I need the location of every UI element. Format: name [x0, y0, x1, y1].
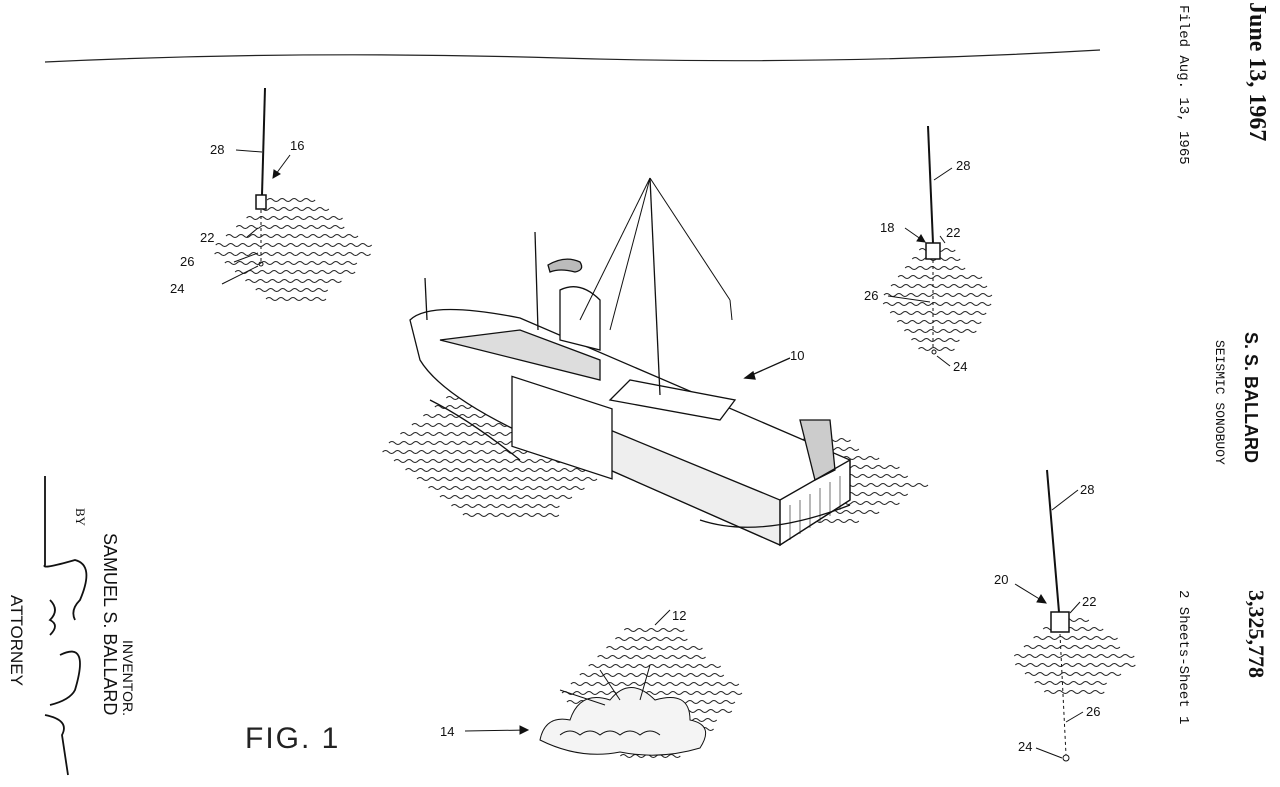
- ref-22-c: 22: [1082, 594, 1096, 609]
- ref-12: 12: [672, 608, 686, 623]
- ref-14: 14: [440, 724, 454, 739]
- sheet-count: 2 Sheets-Sheet 1: [1175, 590, 1191, 725]
- wave-line: [918, 347, 955, 351]
- wave-line: [1024, 672, 1122, 676]
- ref-26-a: 26: [180, 254, 194, 269]
- ref-26-b: 26: [864, 288, 878, 303]
- wave-line: [416, 477, 598, 481]
- buoy-20: [1014, 469, 1084, 762]
- wave-line: [904, 266, 966, 270]
- wave-line: [266, 198, 316, 202]
- wave-line: [451, 504, 560, 508]
- wave-line: [615, 637, 688, 641]
- ref-18: 18: [880, 220, 894, 235]
- wave-line: [245, 279, 342, 283]
- wave-line: [439, 495, 573, 499]
- wave-line: [1013, 654, 1135, 658]
- by-label: BY: [73, 508, 88, 527]
- wave-line: [246, 216, 343, 220]
- inventor-short: S. S. BALLARD: [1241, 332, 1261, 464]
- wave-line: [588, 664, 722, 668]
- figure-label: FIG. 1: [245, 722, 340, 755]
- buoy-16: [221, 87, 291, 285]
- filed-date: Filed Aug. 13, 1965: [1175, 5, 1191, 165]
- ref-16: 16: [290, 138, 304, 153]
- ship-10: [409, 177, 851, 547]
- wave-line: [561, 691, 743, 695]
- inventor-label: INVENTOR.: [120, 640, 136, 716]
- wave-line: [225, 234, 359, 238]
- wave-line: [462, 513, 560, 517]
- wave-line: [234, 270, 356, 274]
- wave-line: [1023, 645, 1121, 649]
- patent-number: 3,325,778: [1244, 590, 1269, 678]
- wave-line: [1043, 690, 1105, 694]
- ref-22-a: 22: [200, 230, 214, 245]
- ref-24-b: 24: [953, 359, 967, 374]
- ref-24-a: 24: [170, 281, 184, 296]
- wave-line: [623, 628, 685, 632]
- ref-28-c: 28: [1080, 482, 1094, 497]
- buoy-18: [887, 125, 953, 367]
- ref-22-b: 22: [946, 225, 960, 240]
- wave-line: [1033, 636, 1118, 640]
- wave-line: [619, 754, 681, 758]
- wave-line: [1034, 681, 1107, 685]
- wave-line: [904, 329, 977, 333]
- ref-28-b: 28: [956, 158, 970, 173]
- ref-10: 10: [790, 348, 804, 363]
- wave-line: [235, 225, 345, 229]
- wave-line: [255, 288, 329, 292]
- patent-title: SEISMIC SONOBUOY: [1212, 340, 1227, 465]
- wave-line: [911, 338, 960, 342]
- ref-28-a: 28: [210, 142, 224, 157]
- issue-date: June 13, 1967: [1244, 2, 1270, 142]
- ref-24-c: 24: [1018, 739, 1032, 754]
- wave-line: [890, 284, 988, 288]
- wave-line: [214, 252, 371, 256]
- wave-line: [883, 293, 993, 297]
- wave-line: [889, 311, 987, 315]
- wave-line: [256, 207, 330, 211]
- horizon-line: [44, 49, 1101, 63]
- inventor-name: SAMUEL S. BALLARD: [100, 533, 120, 716]
- wave-line: [405, 468, 610, 472]
- wave-line: [896, 320, 982, 324]
- wave-line: [897, 275, 983, 279]
- wave-line: [597, 655, 706, 659]
- wave-line: [428, 486, 585, 490]
- wave-line: [224, 261, 358, 265]
- wave-line: [570, 682, 740, 686]
- wave-line: [215, 243, 373, 247]
- wave-line: [882, 302, 992, 306]
- explosion-14: [464, 609, 707, 756]
- wave-line: [579, 673, 725, 677]
- wave-line: [606, 646, 703, 650]
- wave-line: [265, 297, 327, 301]
- attorney-signature: [43, 476, 88, 776]
- wave-line: [1015, 663, 1136, 667]
- attorney-label: ATTORNEY: [7, 595, 26, 686]
- ref-20: 20: [994, 572, 1008, 587]
- ref-26-c: 26: [1086, 704, 1100, 719]
